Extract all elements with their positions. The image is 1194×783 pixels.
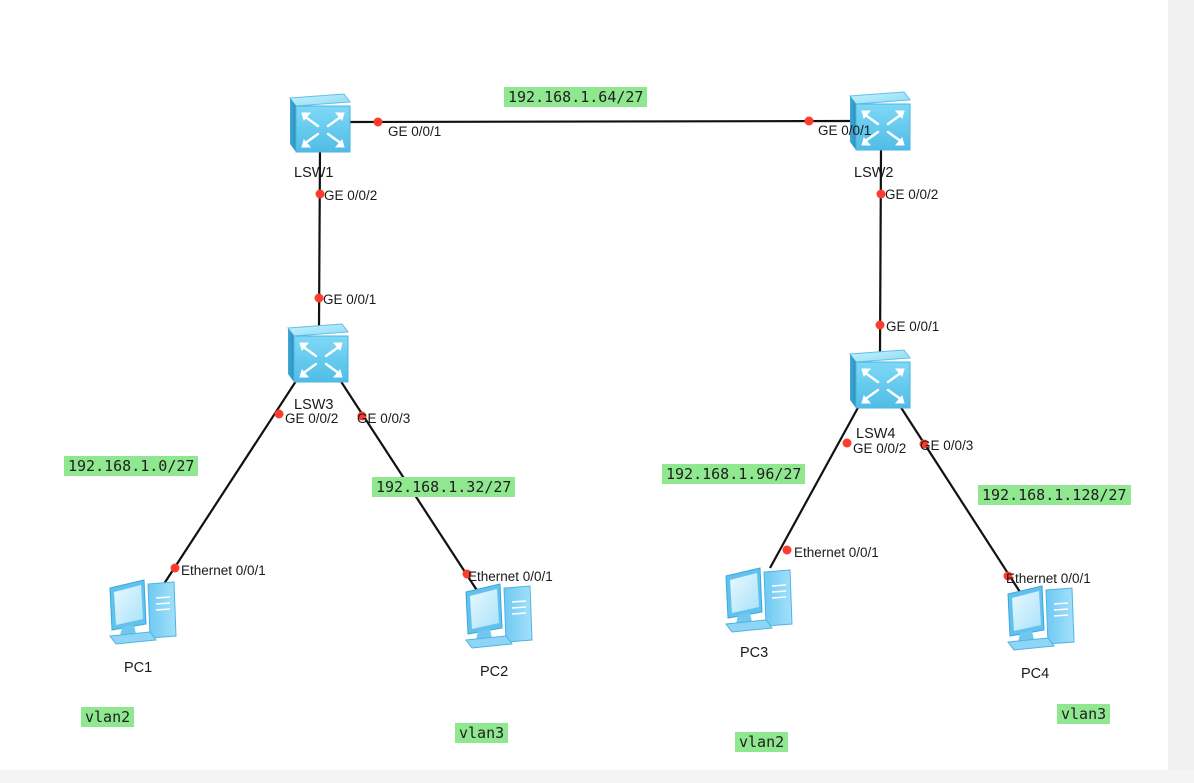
port-dot[interactable] (1003, 571, 1013, 581)
port-dot[interactable] (373, 117, 383, 127)
port-dot[interactable] (919, 439, 929, 449)
port-label-lsw4-ge001: GE 0/0/1 (886, 319, 940, 334)
port-dot[interactable] (804, 116, 814, 126)
switch-icon (288, 92, 352, 154)
port-dot[interactable] (357, 411, 367, 421)
switch-lsw2[interactable] (848, 90, 912, 152)
link-lsw4-pc4[interactable] (899, 405, 1021, 593)
port-label-lsw4-ge002: GE 0/0/2 (853, 441, 907, 456)
vlan-label-pc3: vlan2 (735, 732, 789, 752)
port-dot[interactable] (274, 409, 284, 419)
port-label-pc1-eth: Ethernet 0/0/1 (181, 563, 266, 578)
scrollbar-track[interactable] (1168, 0, 1194, 783)
link-lsw4-pc3[interactable] (769, 403, 861, 569)
port-label-lsw2-ge002: GE 0/0/2 (885, 187, 939, 202)
network-label-pc1: 192.168.1.0/27 (64, 456, 199, 476)
device-name-pc2: PC2 (480, 664, 509, 680)
network-label-pc4: 192.168.1.128/27 (978, 485, 1131, 505)
pc-icon (109, 579, 177, 645)
pc-pc2[interactable] (465, 583, 533, 649)
switch-lsw3[interactable] (286, 322, 350, 384)
port-dots (170, 116, 1013, 581)
switch-lsw1[interactable] (288, 92, 352, 154)
switch-icon (848, 348, 912, 410)
pc-icon (1007, 585, 1075, 651)
port-label-lsw2-ge001: GE 0/0/1 (818, 123, 872, 138)
link-lsw3-pc1[interactable] (159, 377, 299, 591)
link-lsw1-lsw2[interactable] (349, 119, 851, 124)
port-dot[interactable] (314, 293, 324, 303)
port-label-lsw4-ge003: GE 0/0/3 (920, 438, 974, 453)
switch-icon (286, 322, 350, 384)
port-dot[interactable] (875, 320, 885, 330)
switch-icon (848, 90, 912, 152)
device-name-pc4: PC4 (1021, 666, 1050, 682)
device-name-lsw3: LSW3 (294, 397, 334, 413)
port-label-lsw3-ge002: GE 0/0/2 (285, 411, 339, 426)
port-dot[interactable] (876, 189, 886, 199)
port-dot[interactable] (170, 563, 180, 573)
device-name-lsw4: LSW4 (856, 426, 896, 442)
network-label-pc2: 192.168.1.32/27 (372, 477, 516, 497)
device-name-pc3: PC3 (740, 645, 769, 661)
port-dot[interactable] (315, 189, 325, 199)
port-dot[interactable] (842, 438, 852, 448)
device-name-lsw1: LSW1 (294, 165, 334, 181)
pc-icon (725, 567, 793, 633)
port-label-pc3-eth: Ethernet 0/0/1 (794, 545, 879, 560)
switch-lsw4[interactable] (848, 348, 912, 410)
network-label-pc3: 192.168.1.96/27 (662, 464, 806, 484)
port-label-lsw1-ge001: GE 0/0/1 (388, 124, 442, 139)
network-label-core: 192.168.1.64/27 (504, 87, 648, 107)
bottom-edge (0, 770, 1194, 783)
port-dot[interactable] (462, 569, 472, 579)
port-label-lsw1-ge002: GE 0/0/2 (324, 188, 378, 203)
pc-pc1[interactable] (109, 579, 177, 645)
vlan-label-pc4: vlan3 (1057, 704, 1111, 724)
link-lsw2-lsw4[interactable] (878, 149, 883, 353)
port-label-lsw3-ge001: GE 0/0/1 (323, 292, 377, 307)
port-label-pc4-eth: Ethernet 0/0/1 (1006, 571, 1091, 586)
port-label-lsw3-ge003: GE 0/0/3 (357, 411, 411, 426)
device-name-pc1: PC1 (124, 660, 153, 676)
vlan-label-pc1: vlan2 (81, 707, 135, 727)
pc-pc3[interactable] (725, 567, 793, 633)
pc-pc4[interactable] (1007, 585, 1075, 651)
port-dot[interactable] (782, 545, 792, 555)
port-label-pc2-eth: Ethernet 0/0/1 (468, 569, 553, 584)
device-name-lsw2: LSW2 (854, 165, 894, 181)
pc-icon (465, 583, 533, 649)
vlan-label-pc2: vlan3 (455, 723, 509, 743)
